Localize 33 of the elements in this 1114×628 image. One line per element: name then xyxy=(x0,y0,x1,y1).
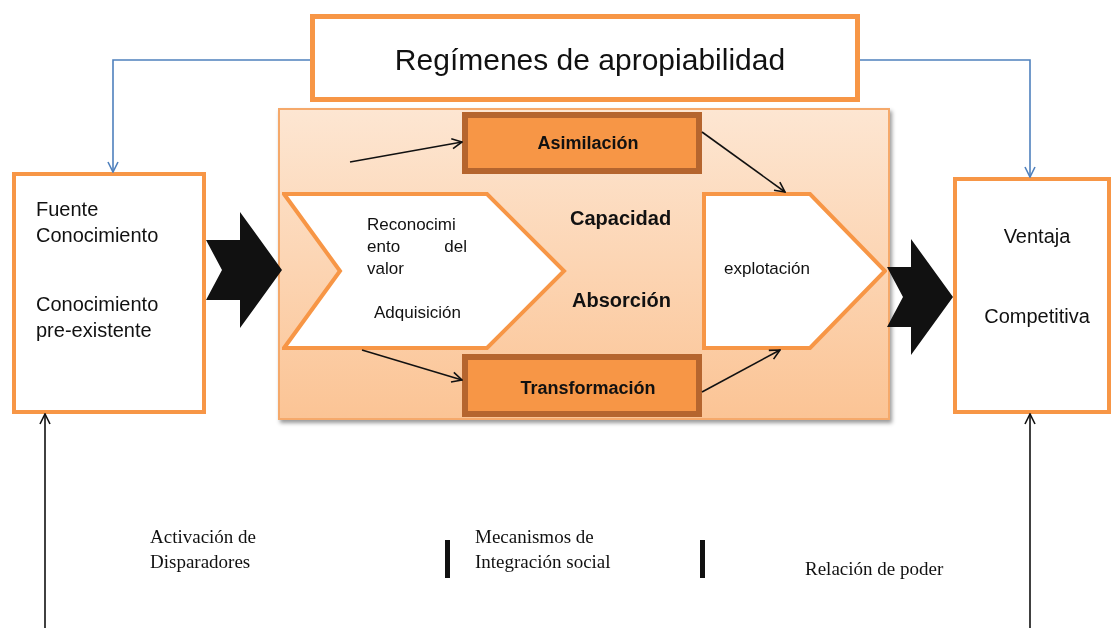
node-text: Transformación xyxy=(519,377,657,401)
factor-label: Mecanismos de Integración social xyxy=(475,525,612,574)
node-text: Adquisición xyxy=(374,302,462,324)
stage-chevron xyxy=(282,192,567,350)
stage-chevron xyxy=(702,192,887,350)
panel-label: Absorción xyxy=(572,288,672,313)
node-text: Asimilación xyxy=(536,132,640,156)
source-box xyxy=(12,172,206,414)
outcome-box xyxy=(953,177,1111,414)
node-text: Ventaja xyxy=(1002,224,1072,249)
stage-box xyxy=(462,112,702,174)
node-text: Reconocimi ento del valor xyxy=(367,214,467,281)
arrow xyxy=(701,349,781,393)
arrow xyxy=(701,131,786,193)
arrow xyxy=(361,349,463,383)
arrow xyxy=(39,413,51,628)
heading-box xyxy=(310,14,860,102)
block-arrow xyxy=(887,239,953,355)
arrow xyxy=(349,138,463,163)
capacity-panel xyxy=(278,108,890,420)
panel-label: Capacidad xyxy=(570,206,673,231)
arrow xyxy=(107,59,311,173)
arrow xyxy=(859,59,1036,178)
block-arrow xyxy=(206,212,282,328)
arrow xyxy=(1024,413,1036,628)
node-text: explotación xyxy=(724,258,811,280)
stage-box xyxy=(462,354,702,417)
node-text: Regímenes de apropiabilidad xyxy=(393,41,787,78)
factor-label: Relación de poder xyxy=(805,557,945,581)
node-text: Competitiva xyxy=(983,304,1091,329)
factor-label: Activación de Disparadores xyxy=(150,525,258,574)
node-text: Conocimiento pre-existente xyxy=(36,292,160,343)
node-text: Fuente Conocimiento xyxy=(36,197,160,248)
